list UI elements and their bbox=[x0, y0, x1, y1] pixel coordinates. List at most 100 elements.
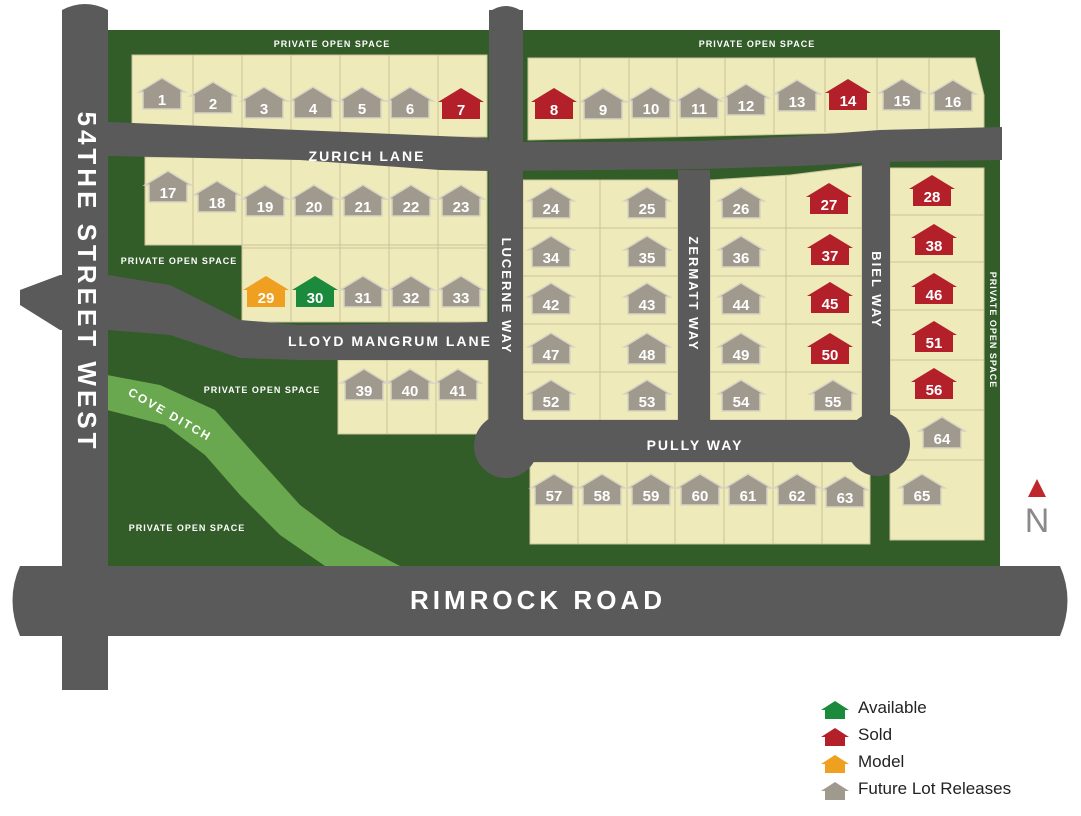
house-sold-icon bbox=[807, 333, 853, 364]
lot-marker[interactable]: 17 bbox=[142, 170, 194, 203]
lot-marker[interactable]: 4 bbox=[287, 86, 339, 119]
lot-marker[interactable]: 44 bbox=[715, 282, 767, 315]
lot-marker[interactable]: 64 bbox=[916, 416, 968, 449]
lot-marker[interactable]: 14 bbox=[825, 79, 871, 110]
lot-number: 34 bbox=[543, 250, 560, 267]
lot-marker[interactable]: 60 bbox=[674, 473, 726, 506]
lot-marker[interactable]: 11 bbox=[673, 86, 725, 119]
lot-marker[interactable]: 33 bbox=[435, 275, 487, 308]
lot-marker[interactable]: 8 bbox=[531, 88, 577, 119]
lot-marker[interactable]: 12 bbox=[720, 83, 772, 116]
lot-marker[interactable]: 9 bbox=[577, 87, 629, 120]
house-future-icon bbox=[525, 186, 577, 219]
street-zurich-lane: ZURICH LANE bbox=[309, 148, 426, 164]
lot-marker[interactable]: 23 bbox=[435, 184, 487, 217]
lot-marker[interactable]: 59 bbox=[625, 473, 677, 506]
house-model-icon bbox=[821, 755, 849, 773]
lot-marker[interactable]: 6 bbox=[384, 86, 436, 119]
house-future-icon bbox=[621, 235, 673, 268]
legend-item-sold: Sold bbox=[820, 725, 1070, 752]
lot-marker[interactable]: 13 bbox=[771, 79, 823, 112]
lot-marker[interactable]: 27 bbox=[806, 183, 852, 214]
house-sold-icon bbox=[911, 273, 957, 304]
lot-marker[interactable]: 30 bbox=[292, 276, 338, 307]
lot-marker[interactable]: 46 bbox=[911, 273, 957, 304]
house-future-icon bbox=[577, 87, 629, 120]
lot-marker[interactable]: 31 bbox=[337, 275, 389, 308]
house-future-icon bbox=[238, 86, 290, 119]
lot-marker[interactable]: 45 bbox=[807, 282, 853, 313]
house-sold-icon bbox=[911, 321, 957, 352]
lot-marker[interactable]: 41 bbox=[432, 368, 484, 401]
lot-marker[interactable]: 49 bbox=[715, 332, 767, 365]
lot-marker[interactable]: 25 bbox=[621, 186, 673, 219]
lot-marker[interactable]: 57 bbox=[528, 473, 580, 506]
lot-marker[interactable]: 52 bbox=[525, 379, 577, 412]
lot-marker[interactable]: 48 bbox=[621, 332, 673, 365]
lot-marker[interactable]: 7 bbox=[438, 88, 484, 119]
house-future-icon bbox=[821, 782, 849, 800]
lot-marker[interactable]: 36 bbox=[715, 235, 767, 268]
lot-number: 65 bbox=[914, 488, 931, 505]
lot-marker[interactable]: 21 bbox=[337, 184, 389, 217]
house-sold-icon bbox=[438, 88, 484, 119]
lot-marker[interactable]: 61 bbox=[722, 473, 774, 506]
house-future-icon bbox=[916, 416, 968, 449]
house-future-icon bbox=[621, 282, 673, 315]
house-future-icon bbox=[621, 379, 673, 412]
lot-marker[interactable]: 56 bbox=[911, 368, 957, 399]
road-rimrock-road bbox=[12, 566, 1068, 636]
lot-number: 3 bbox=[260, 101, 268, 118]
lot-marker[interactable]: 39 bbox=[338, 368, 390, 401]
house-future-icon bbox=[876, 78, 928, 111]
lot-marker[interactable]: 10 bbox=[625, 86, 677, 119]
lot-number: 56 bbox=[926, 382, 943, 399]
lot-marker[interactable]: 65 bbox=[896, 473, 948, 506]
lot-marker[interactable]: 63 bbox=[819, 475, 871, 508]
street-54th-street-west: 54THE STREET WEST bbox=[72, 111, 102, 452]
house-future-icon bbox=[715, 235, 767, 268]
lot-marker[interactable]: 40 bbox=[384, 368, 436, 401]
legend: Available Sold Model Future Lot Releases bbox=[820, 698, 1070, 806]
lot-marker[interactable]: 16 bbox=[927, 79, 979, 112]
lot-marker[interactable]: 19 bbox=[239, 184, 291, 217]
lot-marker[interactable]: 32 bbox=[385, 275, 437, 308]
lot-marker[interactable]: 43 bbox=[621, 282, 673, 315]
street-labels: ZURICH LANE LLOYD MANGRUM LANE PULLY WAY… bbox=[72, 111, 884, 615]
lot-marker[interactable]: 5 bbox=[336, 86, 388, 119]
lot-marker[interactable]: 20 bbox=[288, 184, 340, 217]
lot-marker[interactable]: 29 bbox=[243, 276, 289, 307]
lot-marker[interactable]: 34 bbox=[525, 235, 577, 268]
lot-marker[interactable]: 1 bbox=[136, 77, 188, 110]
lot-marker[interactable]: 58 bbox=[576, 473, 628, 506]
lot-marker[interactable]: 54 bbox=[715, 379, 767, 412]
lot-marker[interactable]: 3 bbox=[238, 86, 290, 119]
house-future-icon bbox=[191, 180, 243, 213]
lot-marker[interactable]: 51 bbox=[911, 321, 957, 352]
lot-marker[interactable]: 53 bbox=[621, 379, 673, 412]
lot-marker[interactable]: 62 bbox=[771, 473, 823, 506]
house-sold-icon bbox=[807, 282, 853, 313]
lot-marker[interactable]: 42 bbox=[525, 282, 577, 315]
lot-marker[interactable]: 55 bbox=[807, 379, 859, 412]
north-label: N bbox=[1024, 502, 1050, 540]
lot-marker[interactable]: 38 bbox=[911, 224, 957, 255]
lot-marker[interactable]: 15 bbox=[876, 78, 928, 111]
house-future-icon bbox=[187, 81, 239, 114]
house-future-icon bbox=[621, 332, 673, 365]
lot-marker[interactable]: 2 bbox=[187, 81, 239, 114]
lot-marker[interactable]: 22 bbox=[385, 184, 437, 217]
lot-marker[interactable]: 28 bbox=[909, 175, 955, 206]
lot-number: 53 bbox=[639, 394, 656, 411]
lot-marker[interactable]: 50 bbox=[807, 333, 853, 364]
lot-marker[interactable]: 47 bbox=[525, 332, 577, 365]
lot-marker[interactable]: 26 bbox=[715, 186, 767, 219]
lot-number: 28 bbox=[924, 189, 941, 206]
lot-marker[interactable]: 35 bbox=[621, 235, 673, 268]
lot-marker[interactable]: 37 bbox=[807, 234, 853, 265]
lot-number: 2 bbox=[209, 96, 217, 113]
lot-marker[interactable]: 24 bbox=[525, 186, 577, 219]
lot-marker[interactable]: 18 bbox=[191, 180, 243, 213]
house-sold-icon bbox=[806, 183, 852, 214]
house-sold-icon bbox=[821, 728, 849, 746]
